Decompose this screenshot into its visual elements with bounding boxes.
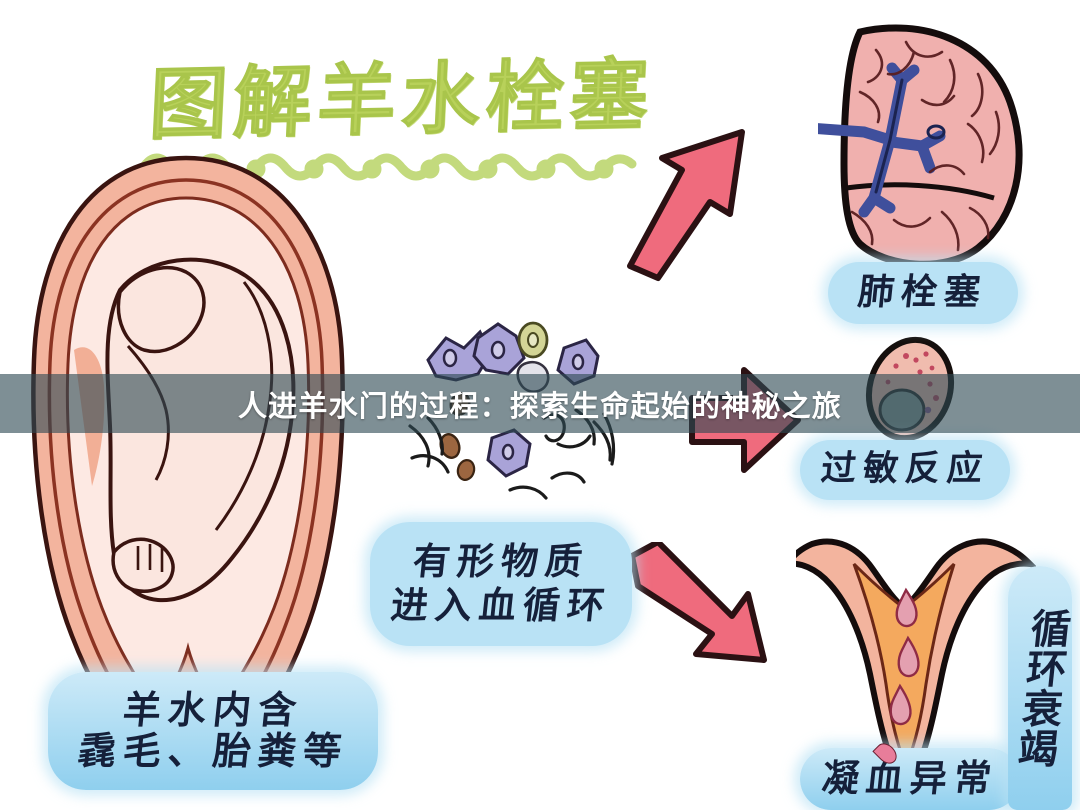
label-allergic-reaction-text: 过敏反应	[818, 449, 992, 490]
squamous-cell-4	[486, 428, 532, 478]
overlay-caption-text: 人进羊水门的过程：探索生命起始的神秘之旅	[237, 388, 842, 423]
fetus-fingers	[136, 544, 164, 572]
label-coagulation-abnormality: 凝血异常	[800, 748, 1020, 810]
label-substance-line-1: 有形物质	[410, 540, 592, 584]
lung-illustration	[818, 24, 1023, 266]
label-allergic-reaction: 过敏反应	[800, 440, 1010, 500]
label-substance-line-2: 进入血循环	[388, 584, 614, 627]
label-circulatory-failure: 循环衰竭	[1008, 566, 1072, 810]
label-lung-embolism: 肺栓塞	[828, 262, 1018, 324]
lung-capillary-texture	[850, 40, 1001, 252]
squamous-cell-3	[556, 338, 600, 386]
arrow-up-right-icon	[627, 129, 745, 281]
label-lung-embolism-text: 肺栓塞	[856, 271, 990, 313]
label-amniotic-line-1: 羊水内含	[120, 687, 306, 732]
fat-cell-green	[517, 321, 549, 359]
uterus-bleeding-illustration	[796, 538, 1036, 788]
title-block: 图解羊水栓塞	[138, 38, 657, 181]
uterus-inner-wall-line	[47, 178, 325, 721]
meconium-particle-3	[456, 459, 476, 481]
label-substance-into-circulation: 有形物质 进入血循环	[370, 522, 632, 646]
label-amniotic-contents: 羊水内含 毳毛、胎粪等	[48, 672, 378, 790]
overlay-caption-banner: 人进羊水门的过程：探索生命起始的神秘之旅	[0, 374, 1080, 433]
squamous-cell-2	[472, 322, 526, 376]
label-amniotic-line-2: 毳毛、胎粪等	[75, 729, 351, 773]
fetus-hand	[111, 537, 175, 593]
pulmonary-vessel-outline	[874, 78, 946, 194]
blood-drops-internal	[889, 587, 920, 726]
lung-fissure	[845, 182, 995, 201]
label-circulatory-failure-text: 循环衰竭	[1008, 608, 1072, 768]
arrow-down-right-icon	[629, 542, 767, 663]
page-title: 图解羊水栓塞	[147, 50, 657, 152]
fetus-head	[116, 266, 206, 354]
label-coagulation-text: 凝血异常	[819, 757, 1001, 801]
